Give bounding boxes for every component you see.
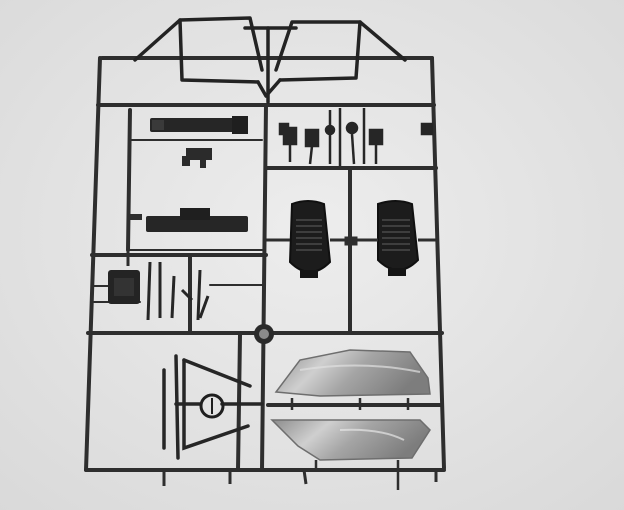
runner-hub: [254, 324, 274, 344]
roll-cage-part: [133, 16, 407, 104]
pedal-parts: [278, 108, 434, 166]
panel-gates: [290, 398, 410, 490]
lower-floor-panel-part: [270, 419, 431, 461]
right-seat-part: [377, 200, 420, 276]
left-seat-part: [288, 200, 332, 278]
gearbox-part: [94, 270, 140, 304]
runner-stubs: [126, 250, 438, 486]
upper-floor-panel-part: [274, 349, 431, 397]
seat-gates: [266, 236, 436, 246]
steering-wheel-part: [199, 393, 225, 419]
small-rod-parts: [146, 261, 210, 321]
frame-rod-parts: [162, 354, 264, 460]
chassis-bar-parts: [128, 116, 248, 232]
